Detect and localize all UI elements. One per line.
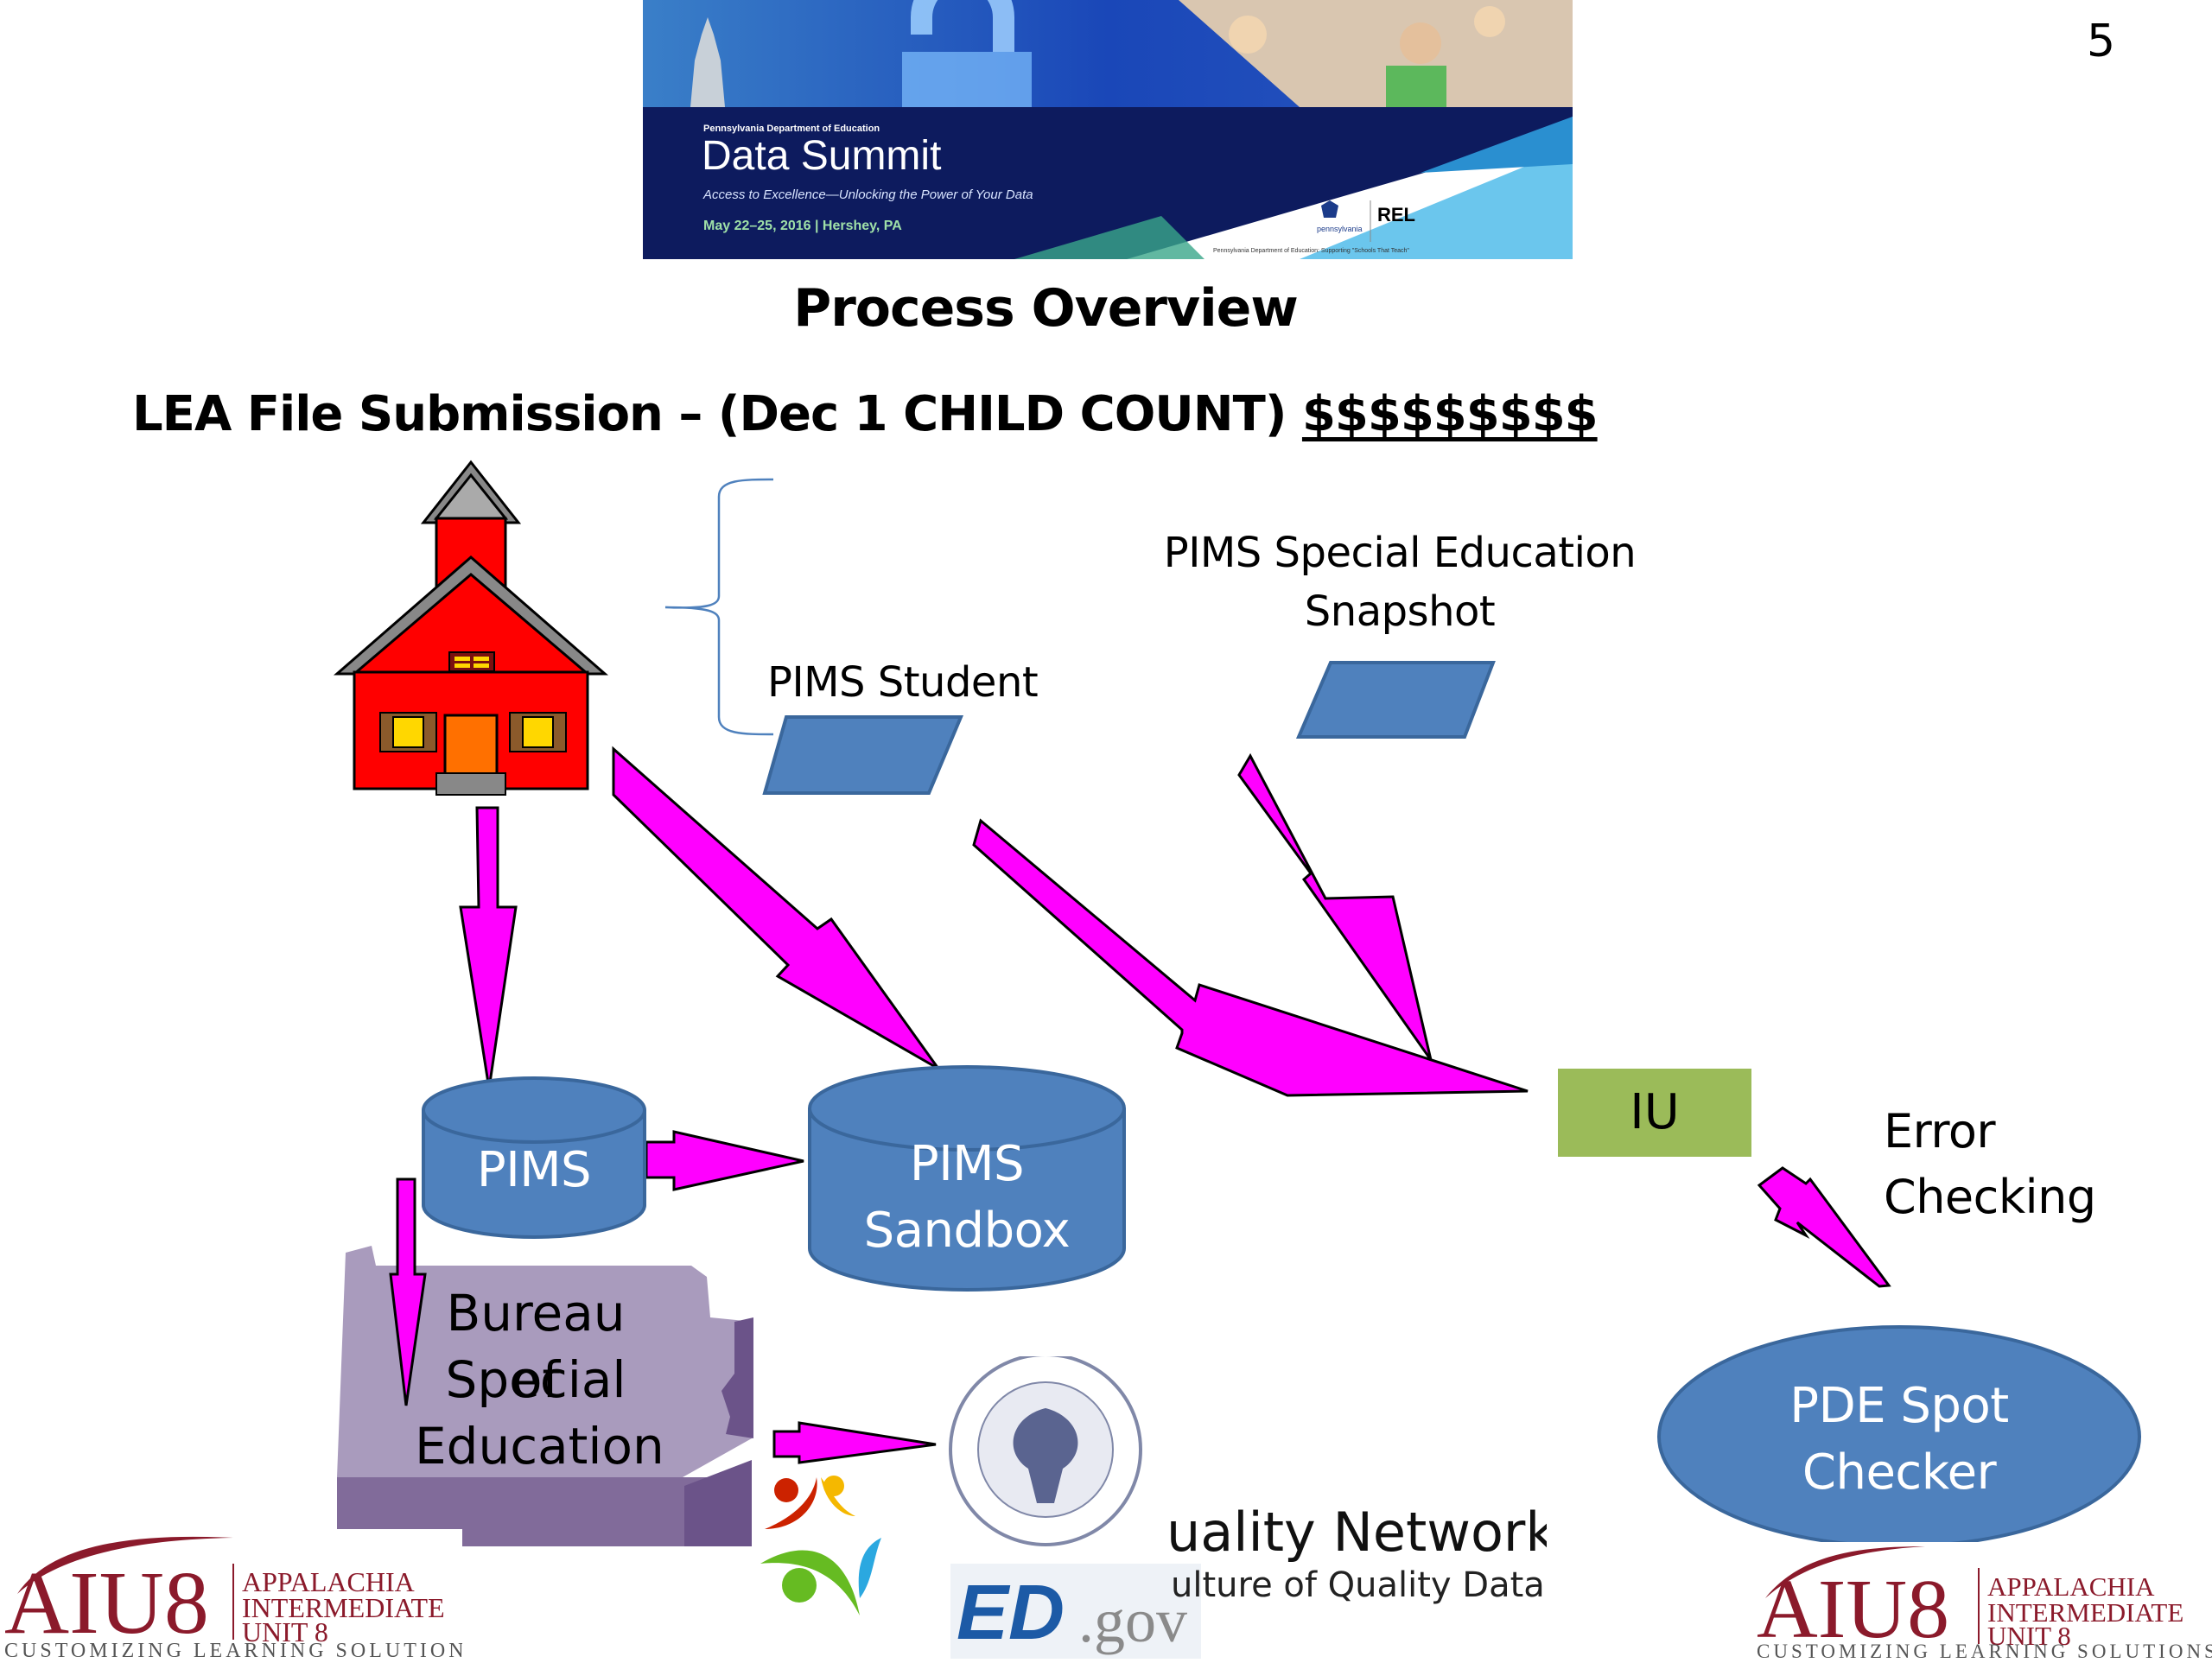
arrow-student-to-iu xyxy=(972,818,1529,1097)
aiu8-tagline: CUSTOMIZING LEARNING SOLUTIONS xyxy=(4,1640,462,1659)
pde-spot-checker-ellipse xyxy=(1657,1325,2141,1548)
spot-checker-line1: PDE Spot xyxy=(1789,1378,2009,1434)
iu-box xyxy=(1558,1069,1751,1157)
bse-label-line3: Education xyxy=(415,1417,664,1476)
sandbox-label-line2: Sandbox xyxy=(863,1203,1071,1259)
arrow-iu-to-spot-checker xyxy=(1757,1166,1891,1288)
quality-network-title: uality Network xyxy=(1166,1501,1547,1564)
aiu8-tagline: CUSTOMIZING LEARNING SOLUTIONS xyxy=(1757,1641,2212,1659)
aiu8-swoosh xyxy=(1765,1546,1925,1598)
pa-keystone-logo: pennsylvania xyxy=(1317,200,1363,233)
school-house-icon xyxy=(333,460,609,796)
edgov-ed: ED xyxy=(957,1570,1065,1656)
svg-text:pennsylvania: pennsylvania xyxy=(1317,225,1363,233)
pims-database-cylinder xyxy=(422,1076,646,1239)
aiu8-line1: APPALACHIA xyxy=(242,1566,415,1597)
lock-icon xyxy=(911,0,1014,52)
page-number: 5 xyxy=(2087,16,2116,67)
pims-label: PIMS xyxy=(476,1142,592,1198)
data-summit-banner: Pennsylvania Department of Education Dat… xyxy=(643,0,1573,259)
bottom-logos: ED .gov uality Network ulture of Quality… xyxy=(760,1356,1547,1659)
bse-label-line2: Special xyxy=(445,1350,626,1409)
snapshot-label-line2: Snapshot xyxy=(1304,587,1496,636)
pims-student-label: PIMS Student xyxy=(767,658,1039,707)
aiu8-line3: UNIT 8 xyxy=(242,1616,328,1647)
aiu8-mark: AIU8 xyxy=(1757,1563,1949,1656)
error-checking-line2: Checking xyxy=(1884,1170,2096,1224)
banner-org: Pennsylvania Department of Education xyxy=(703,124,880,134)
people-logo-icon xyxy=(760,1476,881,1615)
subtitle-text: LEA File Submission – (Dec 1 CHILD COUNT… xyxy=(132,386,1302,442)
edgov-gov: .gov xyxy=(1078,1586,1187,1655)
banner-footer: Pennsylvania Department of Education: Su… xyxy=(1213,248,1409,254)
bse-label-line1: Bureau of xyxy=(446,1284,626,1409)
iu-label: IU xyxy=(1630,1084,1680,1140)
spot-checker-line2: Checker xyxy=(1802,1444,1997,1501)
pims-student-data-shape xyxy=(762,715,964,795)
aiu8-line1: APPALACHIA xyxy=(1987,1571,2155,1602)
rel-logo: REL xyxy=(1377,204,1415,225)
aiu8-line2: INTERMEDIATE xyxy=(1987,1597,2183,1628)
aiu8-logo-right: AIU8 APPALACHIA INTERMEDIATE UNIT 8 CUST… xyxy=(1752,1542,2212,1662)
brace-bracket xyxy=(664,478,774,736)
subtitle-dollars: $$$$$$$$$ xyxy=(1301,386,1599,442)
pims-snapshot-data-shape xyxy=(1295,661,1496,739)
arrow-pims-to-sandbox xyxy=(645,1130,804,1191)
banner-tagline: Access to Excellence—Unlocking the Power… xyxy=(702,187,1033,202)
us-department-of-education-seal xyxy=(949,1356,1142,1546)
aiu8-logo-left: AIU8 APPALACHIA INTERMEDIATE UNIT 8 CUST… xyxy=(0,1529,479,1662)
slide-title: Process Overview xyxy=(793,278,1299,339)
banner-event-title: Data Summit xyxy=(702,133,941,179)
aiu8-mark: AIU8 xyxy=(4,1553,209,1653)
aiu8-line2: INTERMEDIATE xyxy=(242,1592,445,1623)
arrow-school-to-sandbox xyxy=(612,746,940,1070)
quality-network-tagline: ulture of Quality Data xyxy=(1171,1565,1545,1605)
banner-date-location: May 22–25, 2016 | Hershey, PA xyxy=(703,219,902,233)
aiu8-line3: UNIT 8 xyxy=(1987,1621,2071,1651)
city-hall-tower xyxy=(690,17,725,107)
error-checking-line1: Error xyxy=(1884,1104,1996,1158)
arrow-school-to-pims xyxy=(459,806,518,1089)
snapshot-label-line1: PIMS Special Education xyxy=(1163,529,1637,577)
slide-subtitle: LEA File Submission – (Dec 1 CHILD COUNT… xyxy=(132,386,1599,442)
arrow-snapshot-to-iu xyxy=(1237,752,1433,1061)
students-photo xyxy=(1179,0,1573,107)
pims-sandbox-database-cylinder xyxy=(808,1065,1126,1292)
arrow-bse-to-ed xyxy=(772,1421,937,1464)
aiu8-swoosh xyxy=(17,1536,233,1594)
sandbox-label-line1: PIMS xyxy=(909,1136,1025,1192)
